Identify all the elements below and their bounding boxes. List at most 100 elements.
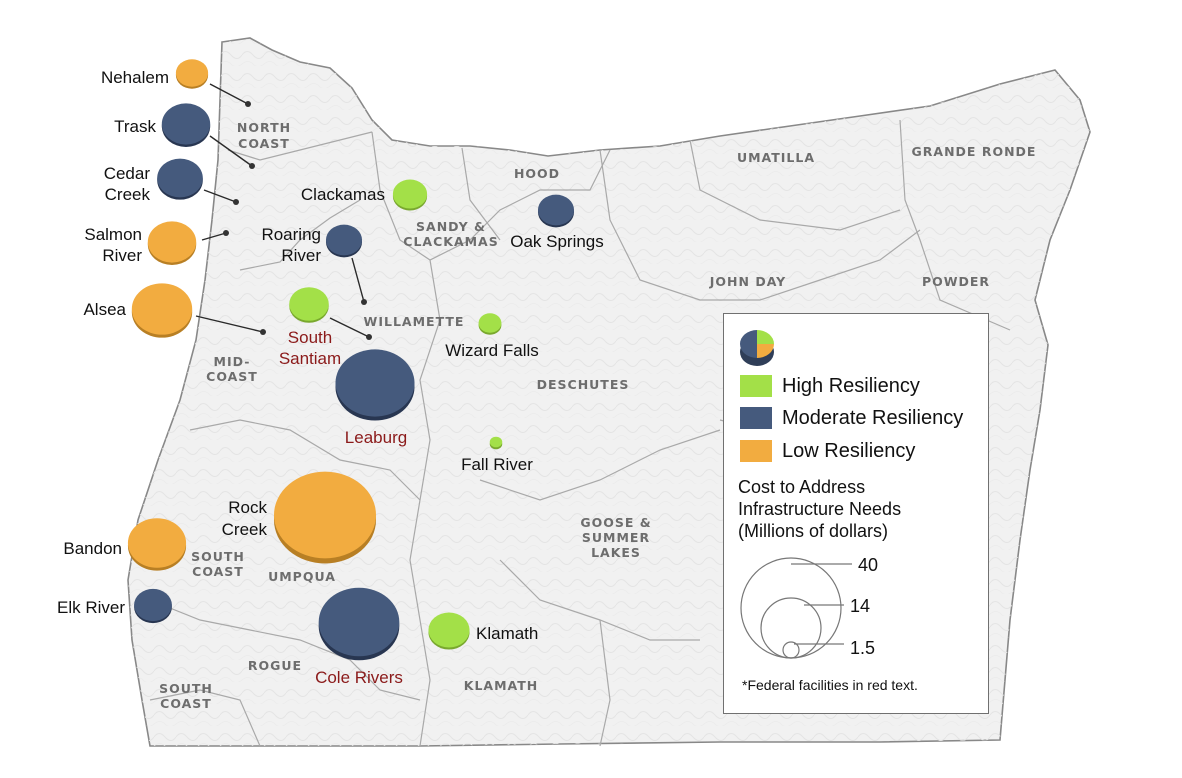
label-cedar-creek-line2: Creek bbox=[105, 185, 151, 204]
legend-cost-line3: (Millions of dollars) bbox=[738, 521, 889, 541]
region-south-coast-south-line2: COAST bbox=[160, 696, 212, 711]
label-salmon-river-line2: River bbox=[102, 246, 142, 265]
bubble-leaburg bbox=[335, 349, 415, 421]
region-sandy-clackamas: SANDY & bbox=[416, 219, 486, 234]
region-mid-coast-line2: COAST bbox=[206, 369, 258, 384]
bubble-cedar-creek bbox=[157, 158, 203, 200]
label-fall-river: Fall River bbox=[461, 455, 533, 474]
bubble-top-elk-river bbox=[134, 588, 172, 622]
label-salmon-river: Salmon bbox=[84, 225, 142, 244]
legend-high-label: High Resiliency bbox=[782, 374, 920, 397]
bubble-top-alsea bbox=[131, 283, 193, 335]
region-deschutes: DESCHUTES bbox=[537, 377, 630, 392]
swatch-low bbox=[740, 440, 772, 462]
hatchery-labels: Nehalem Trask Cedar Creek Salmon River A… bbox=[57, 68, 604, 687]
size-label-1-5: 1.5 bbox=[850, 638, 875, 658]
label-nehalem: Nehalem bbox=[101, 68, 169, 87]
region-labels: NORTH COAST HOOD UMATILLA GRANDE RONDE S… bbox=[159, 120, 1037, 711]
hatchery-bubbles bbox=[127, 59, 575, 661]
bubble-nehalem bbox=[175, 59, 209, 89]
region-south-coast-line2: COAST bbox=[192, 564, 244, 579]
bubble-oak-springs bbox=[537, 194, 575, 228]
label-roaring-river-line2: River bbox=[281, 246, 321, 265]
region-south-coast-south: SOUTH bbox=[159, 681, 213, 696]
label-clackamas: Clackamas bbox=[301, 185, 385, 204]
region-north-coast-line2: COAST bbox=[238, 136, 290, 151]
pie-chart-icon bbox=[740, 330, 774, 366]
label-klamath-hatchery: Klamath bbox=[476, 624, 538, 643]
bubble-roaring-river bbox=[325, 224, 363, 258]
region-john-day: JOHN DAY bbox=[709, 274, 786, 289]
bubble-top-salmon-river bbox=[147, 221, 197, 263]
region-sandy-clackamas-line2: CLACKAMAS bbox=[403, 234, 498, 249]
region-north-coast: NORTH bbox=[237, 120, 291, 135]
legend-cost-title: Cost to Address Infrastructure Needs (Mi… bbox=[738, 476, 978, 542]
legend-moderate: Moderate Resiliency bbox=[740, 406, 963, 430]
bubble-elk-river bbox=[134, 588, 172, 624]
label-bandon: Bandon bbox=[63, 539, 122, 558]
label-rock-creek-line2: Creek bbox=[222, 520, 268, 539]
bubble-trask bbox=[161, 103, 211, 147]
legend-graphics: 40 14 1.5 bbox=[740, 330, 878, 659]
bubble-fall-river bbox=[489, 436, 503, 450]
bubble-klamath bbox=[428, 612, 470, 650]
bubble-top-rock-creek bbox=[274, 471, 376, 559]
bubble-top-roaring-river bbox=[325, 224, 363, 256]
swatch-high bbox=[740, 375, 772, 397]
federal-facilities-note: *Federal facilities in red text. bbox=[742, 677, 918, 693]
bubble-cole-rivers bbox=[318, 587, 400, 661]
bubble-bandon bbox=[127, 518, 187, 571]
region-powder: POWDER bbox=[922, 274, 990, 289]
bubble-top-south-santiam bbox=[289, 287, 329, 321]
bubble-alsea bbox=[131, 283, 193, 338]
label-elk-river: Elk River bbox=[57, 598, 125, 617]
label-south-santiam: South bbox=[288, 328, 332, 347]
size-circle-1-5 bbox=[782, 641, 800, 659]
bubble-top-cole-rivers bbox=[318, 587, 400, 657]
size-circle-14 bbox=[760, 597, 822, 659]
bubble-top-cedar-creek bbox=[157, 158, 203, 198]
region-goose-summer-lakes-line3: LAKES bbox=[591, 545, 641, 560]
bubble-top-fall-river bbox=[489, 436, 503, 448]
label-trask: Trask bbox=[114, 117, 156, 136]
bubble-top-oak-springs bbox=[537, 194, 575, 226]
bubble-top-trask bbox=[161, 103, 211, 145]
size-label-14: 14 bbox=[850, 596, 870, 616]
bubble-top-leaburg bbox=[335, 349, 415, 417]
legend-cost-line1: Cost to Address bbox=[738, 477, 866, 497]
region-willamette: WILLAMETTE bbox=[364, 314, 465, 329]
label-cedar-creek: Cedar bbox=[104, 164, 151, 183]
size-legend-circles bbox=[740, 557, 852, 659]
map-legend: 40 14 1.5 High Resiliency Moderate Resil… bbox=[723, 313, 989, 714]
legend-low-label: Low Resiliency bbox=[782, 439, 916, 462]
bubble-rock-creek bbox=[274, 471, 376, 564]
legend-low: Low Resiliency bbox=[740, 439, 915, 463]
bubble-salmon-river bbox=[147, 221, 197, 265]
region-klamath: KLAMATH bbox=[464, 678, 538, 693]
label-rock-creek: Rock bbox=[228, 498, 267, 517]
region-grande-ronde: GRANDE RONDE bbox=[912, 144, 1037, 159]
label-south-santiam-line2: Santiam bbox=[279, 349, 341, 368]
swatch-moderate bbox=[740, 407, 772, 429]
region-goose-summer-lakes-line2: SUMMER bbox=[582, 530, 650, 545]
bubble-wizard-falls bbox=[478, 313, 502, 335]
region-south-coast: SOUTH bbox=[191, 549, 245, 564]
size-circle-40 bbox=[740, 557, 842, 659]
bubble-south-santiam bbox=[289, 287, 329, 323]
region-goose-summer-lakes: GOOSE & bbox=[580, 515, 651, 530]
label-alsea: Alsea bbox=[83, 300, 126, 319]
leader-lines bbox=[195, 83, 372, 340]
bubble-clackamas bbox=[392, 179, 428, 211]
label-leaburg: Leaburg bbox=[345, 428, 407, 447]
label-oak-springs: Oak Springs bbox=[510, 232, 604, 251]
legend-cost-line2: Infrastructure Needs bbox=[738, 499, 902, 519]
region-hood: HOOD bbox=[514, 166, 560, 181]
legend-moderate-label: Moderate Resiliency bbox=[782, 406, 964, 429]
bubble-top-clackamas bbox=[392, 179, 428, 209]
region-rogue: ROGUE bbox=[248, 658, 302, 673]
size-label-40: 40 bbox=[858, 555, 878, 575]
label-cole-rivers: Cole Rivers bbox=[315, 668, 403, 687]
bubble-top-wizard-falls bbox=[478, 313, 502, 333]
region-umpqua: UMPQUA bbox=[268, 569, 336, 584]
